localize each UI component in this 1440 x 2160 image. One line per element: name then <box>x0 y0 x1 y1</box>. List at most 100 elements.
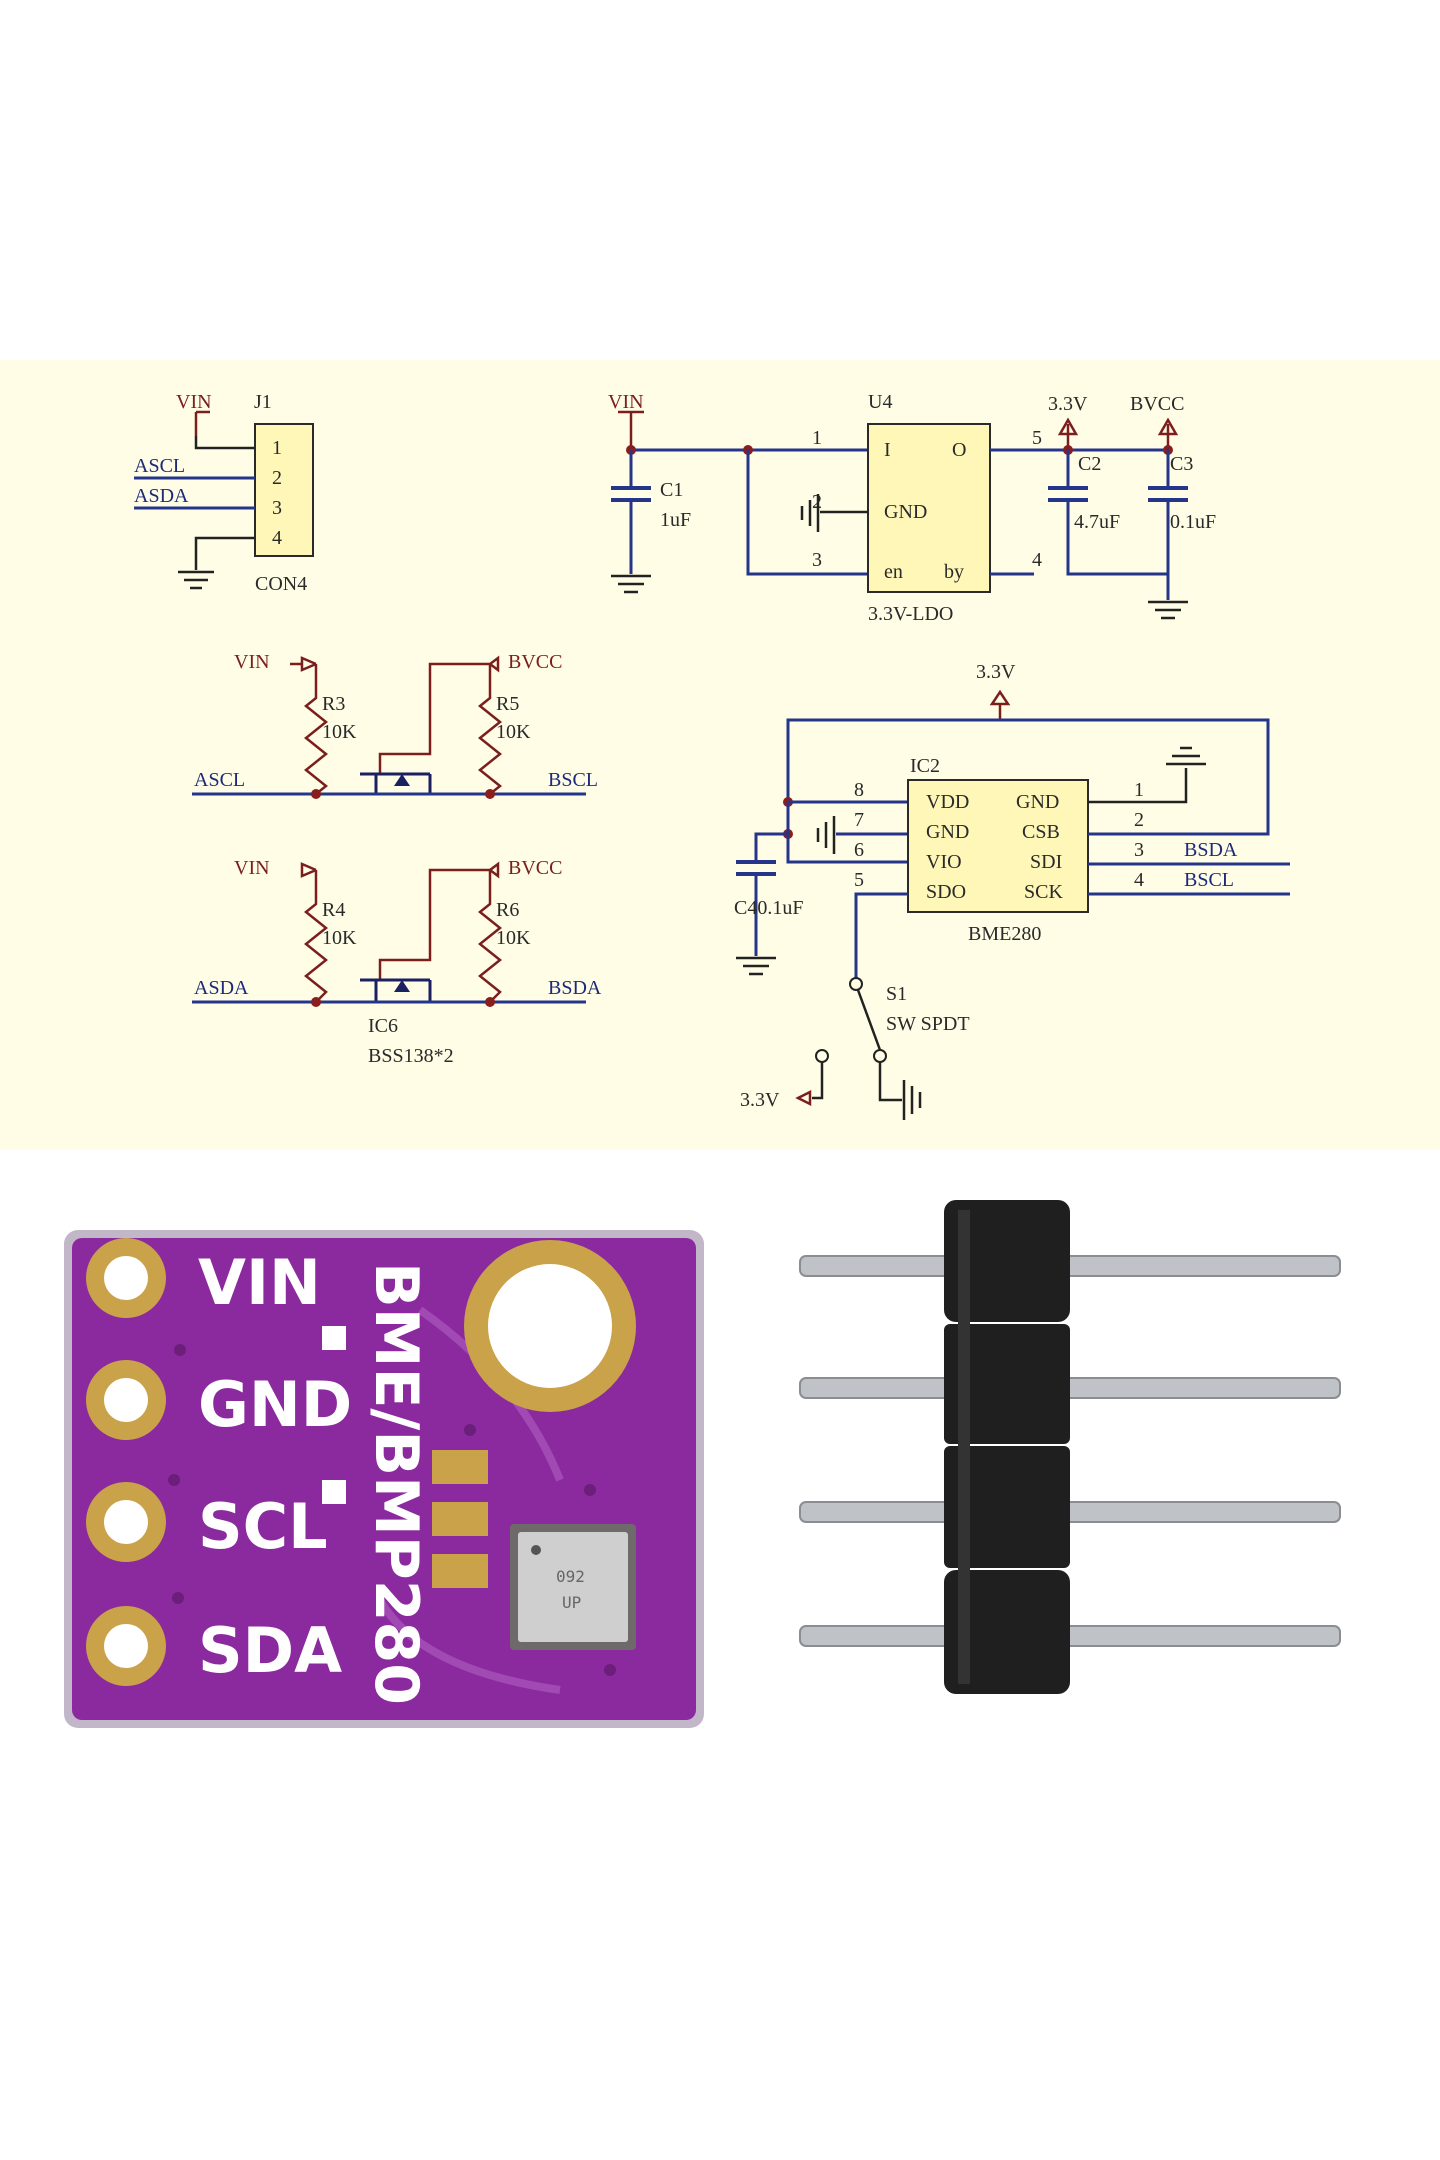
r5-ref: R5 <box>496 693 519 715</box>
silk-sda: SDA <box>198 1614 342 1687</box>
header-block-3 <box>944 1446 1070 1568</box>
j1-asda-label: ASDA <box>134 485 189 507</box>
ic2-left-num-4: 5 <box>854 869 864 891</box>
j1-pin-1: 1 <box>272 437 282 459</box>
sensor-chip <box>518 1532 628 1642</box>
c2-value: 4.7uF <box>1074 511 1120 533</box>
silk-scl: SCL <box>198 1490 328 1563</box>
u4-pin-gnd: GND <box>884 501 927 523</box>
silk-gnd: GND <box>198 1368 352 1441</box>
u4-part: 3.3V-LDO <box>868 603 953 625</box>
j1-ref: J1 <box>254 391 272 413</box>
c2-ref: C2 <box>1078 453 1101 475</box>
ls-asda: ASDA <box>194 977 249 999</box>
ic2-right-num-3: 3 <box>1134 839 1144 861</box>
ic2-bsda: BSDA <box>1184 839 1238 861</box>
ic2-part: BME280 <box>968 923 1041 945</box>
u4-body <box>867 423 991 593</box>
c1-value: 1uF <box>660 509 691 531</box>
ic2-3v3-label: 3.3V <box>976 661 1016 683</box>
ls-bsda: BSDA <box>548 977 602 999</box>
j1-pin-2: 2 <box>272 467 282 489</box>
ls-vin-bottom: VIN <box>234 857 270 879</box>
ls-bscl: BSCL <box>548 769 598 791</box>
ls-bvcc-top: BVCC <box>508 651 562 673</box>
silk-model: BME/BMP280 <box>361 1262 431 1705</box>
r5-value: 10K <box>496 721 531 743</box>
pin-header <box>799 1200 1341 1694</box>
ic6-part: BSS138*2 <box>368 1045 454 1067</box>
j1-part: CON4 <box>255 573 307 595</box>
r6-value: 10K <box>496 927 531 949</box>
u4-pinnum-5: 5 <box>1032 427 1042 449</box>
switch-3v3-label: 3.3V <box>740 1089 780 1111</box>
schematic-panel: VIN J1 1 2 3 4 ASCL ASDA CON4 VIN C <box>0 360 1440 1150</box>
ls-ascl: ASCL <box>194 769 245 791</box>
u4-pin-by: by <box>944 561 964 583</box>
ic2-right-num-2: 2 <box>1134 809 1144 831</box>
u4-pinnum-3: 3 <box>812 549 822 571</box>
header-block-4 <box>944 1570 1070 1694</box>
ic2-right-pin-2: CSB <box>1022 821 1060 843</box>
r4-value: 10K <box>322 927 357 949</box>
silk-vin: VIN <box>198 1246 321 1319</box>
ic2-left-num-1: 8 <box>854 779 864 801</box>
u4-ref: U4 <box>868 391 892 413</box>
ic2-left-pin-1: VDD <box>926 791 969 813</box>
ic2-right-pin-3: SDI <box>1030 851 1062 873</box>
level-shifter: VIN R3 10K BVCC R5 10K ASCL BSCL VIN R4 … <box>192 651 602 1067</box>
ic2-left-pin-3: VIO <box>926 851 962 873</box>
c3-ref: C3 <box>1170 453 1193 475</box>
j1-body <box>254 423 314 557</box>
ic2-left-num-2: 7 <box>854 809 864 831</box>
j1-pin-3: 3 <box>272 497 282 519</box>
ic2-right-num-1: 1 <box>1134 779 1144 801</box>
r3-value: 10K <box>322 721 357 743</box>
smd-pad-1 <box>432 1450 488 1484</box>
bme280-sensor: 3.3V IC2 VDD GND VIO SDO GND CSB SDI SCK… <box>734 661 1290 1120</box>
c4-label: C40.1uF <box>734 897 803 919</box>
u4-bvcc-label: BVCC <box>1130 393 1184 415</box>
r3-ref: R3 <box>322 693 345 715</box>
r6-ref: R6 <box>496 899 519 921</box>
u4-pin-out: O <box>952 439 966 461</box>
u4-pinnum-4: 4 <box>1032 549 1042 571</box>
j1-ascl-label: ASCL <box>134 455 185 477</box>
u4-pin-en: en <box>884 561 903 583</box>
ic2-right-pin-4: SCK <box>1024 881 1063 903</box>
ic2-body <box>907 779 1089 913</box>
chip-mark-1: 092 <box>556 1567 585 1586</box>
header-block-2 <box>944 1324 1070 1444</box>
j1-connector: VIN J1 1 2 3 4 ASCL ASDA CON4 <box>134 391 314 595</box>
u4-3v3-label: 3.3V <box>1048 393 1088 415</box>
bme280-breakout-board: VIN GND SCL SDA BME/BMP280 092 UP <box>64 1230 704 1728</box>
j1-vin-label: VIN <box>176 391 212 413</box>
ic2-left-pin-2: GND <box>926 821 969 843</box>
ls-bvcc-bottom: BVCC <box>508 857 562 879</box>
ic2-right-pin-1: GND <box>1016 791 1059 813</box>
smd-pad-3 <box>432 1554 488 1588</box>
ic6-ref: IC6 <box>368 1015 398 1037</box>
switch-ref: S1 <box>886 983 907 1005</box>
smd-pad-2 <box>432 1502 488 1536</box>
chip-mark-2: UP <box>562 1593 581 1612</box>
c3-value: 0.1uF <box>1170 511 1216 533</box>
ls-vin-top: VIN <box>234 651 270 673</box>
u4-pin-in: I <box>884 439 891 461</box>
ic2-left-num-3: 6 <box>854 839 864 861</box>
c1-ref: C1 <box>660 479 683 501</box>
j1-pin-4: 4 <box>272 527 282 549</box>
product-photo: VIN GND SCL SDA BME/BMP280 092 UP <box>64 1200 1341 1728</box>
switch-part: SW SPDT <box>886 1013 970 1035</box>
ic2-ref: IC2 <box>910 755 940 777</box>
ic2-left-pin-4: SDO <box>926 881 966 903</box>
u4-regulator: VIN C1 1uF U4 I O GND en by 1 2 3 4 5 <box>608 391 1216 625</box>
ic2-bscl: BSCL <box>1184 869 1234 891</box>
u4-vin-label: VIN <box>608 391 644 413</box>
r4-ref: R4 <box>322 899 345 921</box>
circuit-schematic: VIN J1 1 2 3 4 ASCL ASDA CON4 VIN C <box>134 391 1290 1120</box>
u4-pinnum-1: 1 <box>812 427 822 449</box>
switch-common <box>849 977 863 991</box>
header-block-1 <box>944 1200 1070 1322</box>
ic2-right-num-4: 4 <box>1134 869 1144 891</box>
